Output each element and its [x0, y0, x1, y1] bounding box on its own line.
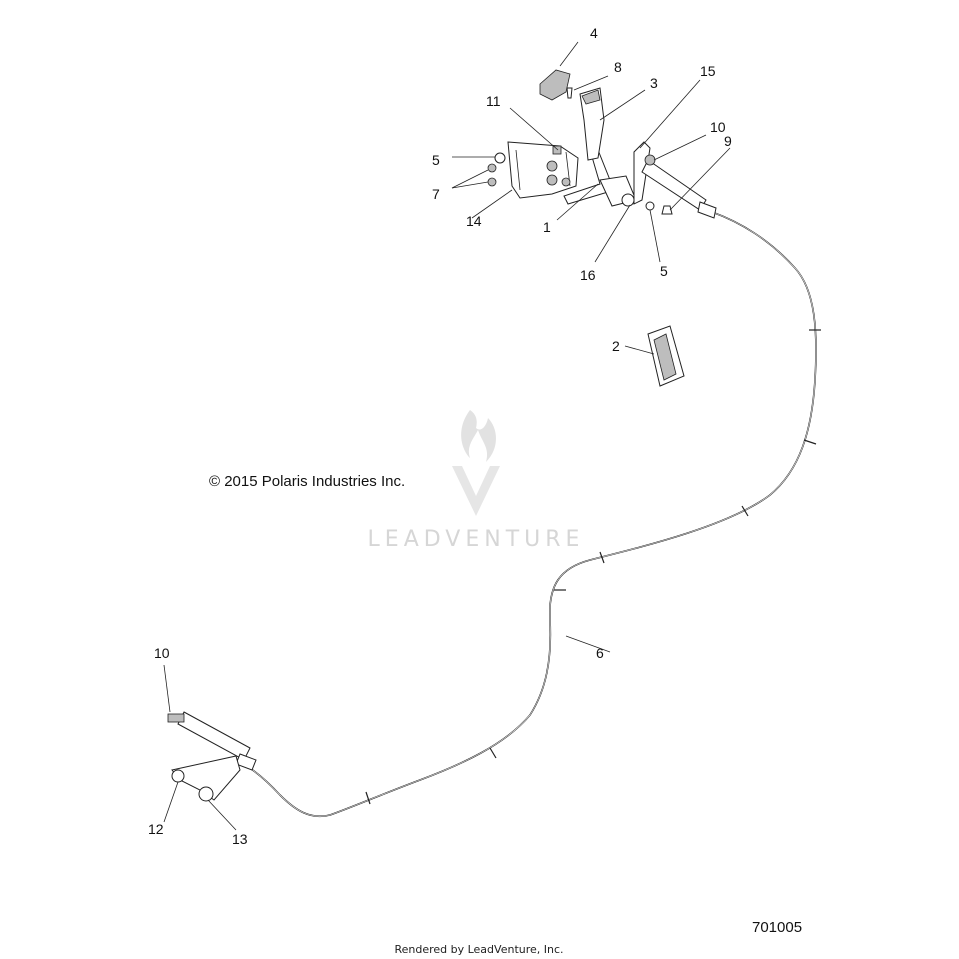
callout-3: 3	[650, 75, 658, 91]
callout-7: 7	[432, 186, 440, 202]
callouts: 4 8 3 15 11 10 9 5 7 14 1 16 5 2 6 10 12…	[148, 25, 732, 847]
leader-lines	[163, 41, 731, 831]
pivot-bushing	[621, 193, 635, 207]
callout-10-lower: 10	[154, 645, 170, 661]
bracket-nut-1	[546, 160, 558, 172]
callout-8: 8	[614, 59, 622, 75]
pedal-assembly	[487, 69, 717, 219]
washer-right	[645, 201, 655, 211]
bracket-nut-3	[561, 177, 571, 187]
callout-2: 2	[612, 338, 620, 354]
bracket-stud	[552, 145, 562, 155]
pedal-cover	[539, 69, 571, 101]
callout-5-right: 5	[660, 263, 668, 279]
leadventure-watermark: LEADVENTURE	[368, 410, 585, 552]
nut-left-1	[487, 163, 497, 173]
callout-16: 16	[580, 267, 596, 283]
callout-14: 14	[466, 213, 482, 229]
bracket-bushing	[171, 769, 185, 783]
clip	[661, 205, 673, 215]
pedal-pad-top	[581, 89, 601, 105]
copyright-text: © 2015 Polaris Industries Inc.	[209, 473, 405, 490]
cable-fitting-upper	[644, 154, 656, 166]
mounting-bracket	[507, 141, 579, 199]
callout-13: 13	[232, 831, 248, 847]
end-fitting	[167, 713, 185, 723]
cable-clips	[365, 329, 821, 805]
footer-text: Rendered by LeadVenture, Inc.	[394, 943, 563, 956]
callout-12: 12	[148, 821, 164, 837]
nut-left-2	[487, 177, 497, 187]
bracket-nut-2	[546, 174, 558, 186]
cable-line-highlight	[239, 211, 817, 817]
callout-10-upper: 10	[710, 119, 726, 135]
pedal-pad	[579, 87, 605, 161]
callout-9: 9	[724, 133, 732, 149]
callout-4: 4	[590, 25, 598, 41]
diagram-id: 701005	[752, 919, 802, 936]
pad-ridge	[653, 333, 677, 381]
flame-logo-icon	[461, 410, 496, 462]
v-logo-icon	[452, 466, 500, 516]
washer-left	[494, 152, 506, 164]
callout-5-left: 5	[432, 152, 440, 168]
callout-6: 6	[596, 645, 604, 661]
lower-cable-end	[167, 711, 257, 802]
pedal-arm	[563, 149, 611, 205]
cable-ferrule-upper	[697, 201, 717, 219]
watermark-text: LEADVENTURE	[368, 527, 585, 552]
callout-15: 15	[700, 63, 716, 79]
bracket-bushing-2	[198, 786, 214, 802]
cable-cylinder-lower	[177, 711, 251, 761]
screw	[566, 87, 573, 99]
cable-line	[239, 211, 817, 817]
callout-11: 11	[486, 93, 501, 109]
cable-assembly	[239, 211, 821, 817]
callout-1: 1	[543, 219, 551, 235]
pedal-cover-pad	[647, 325, 685, 387]
